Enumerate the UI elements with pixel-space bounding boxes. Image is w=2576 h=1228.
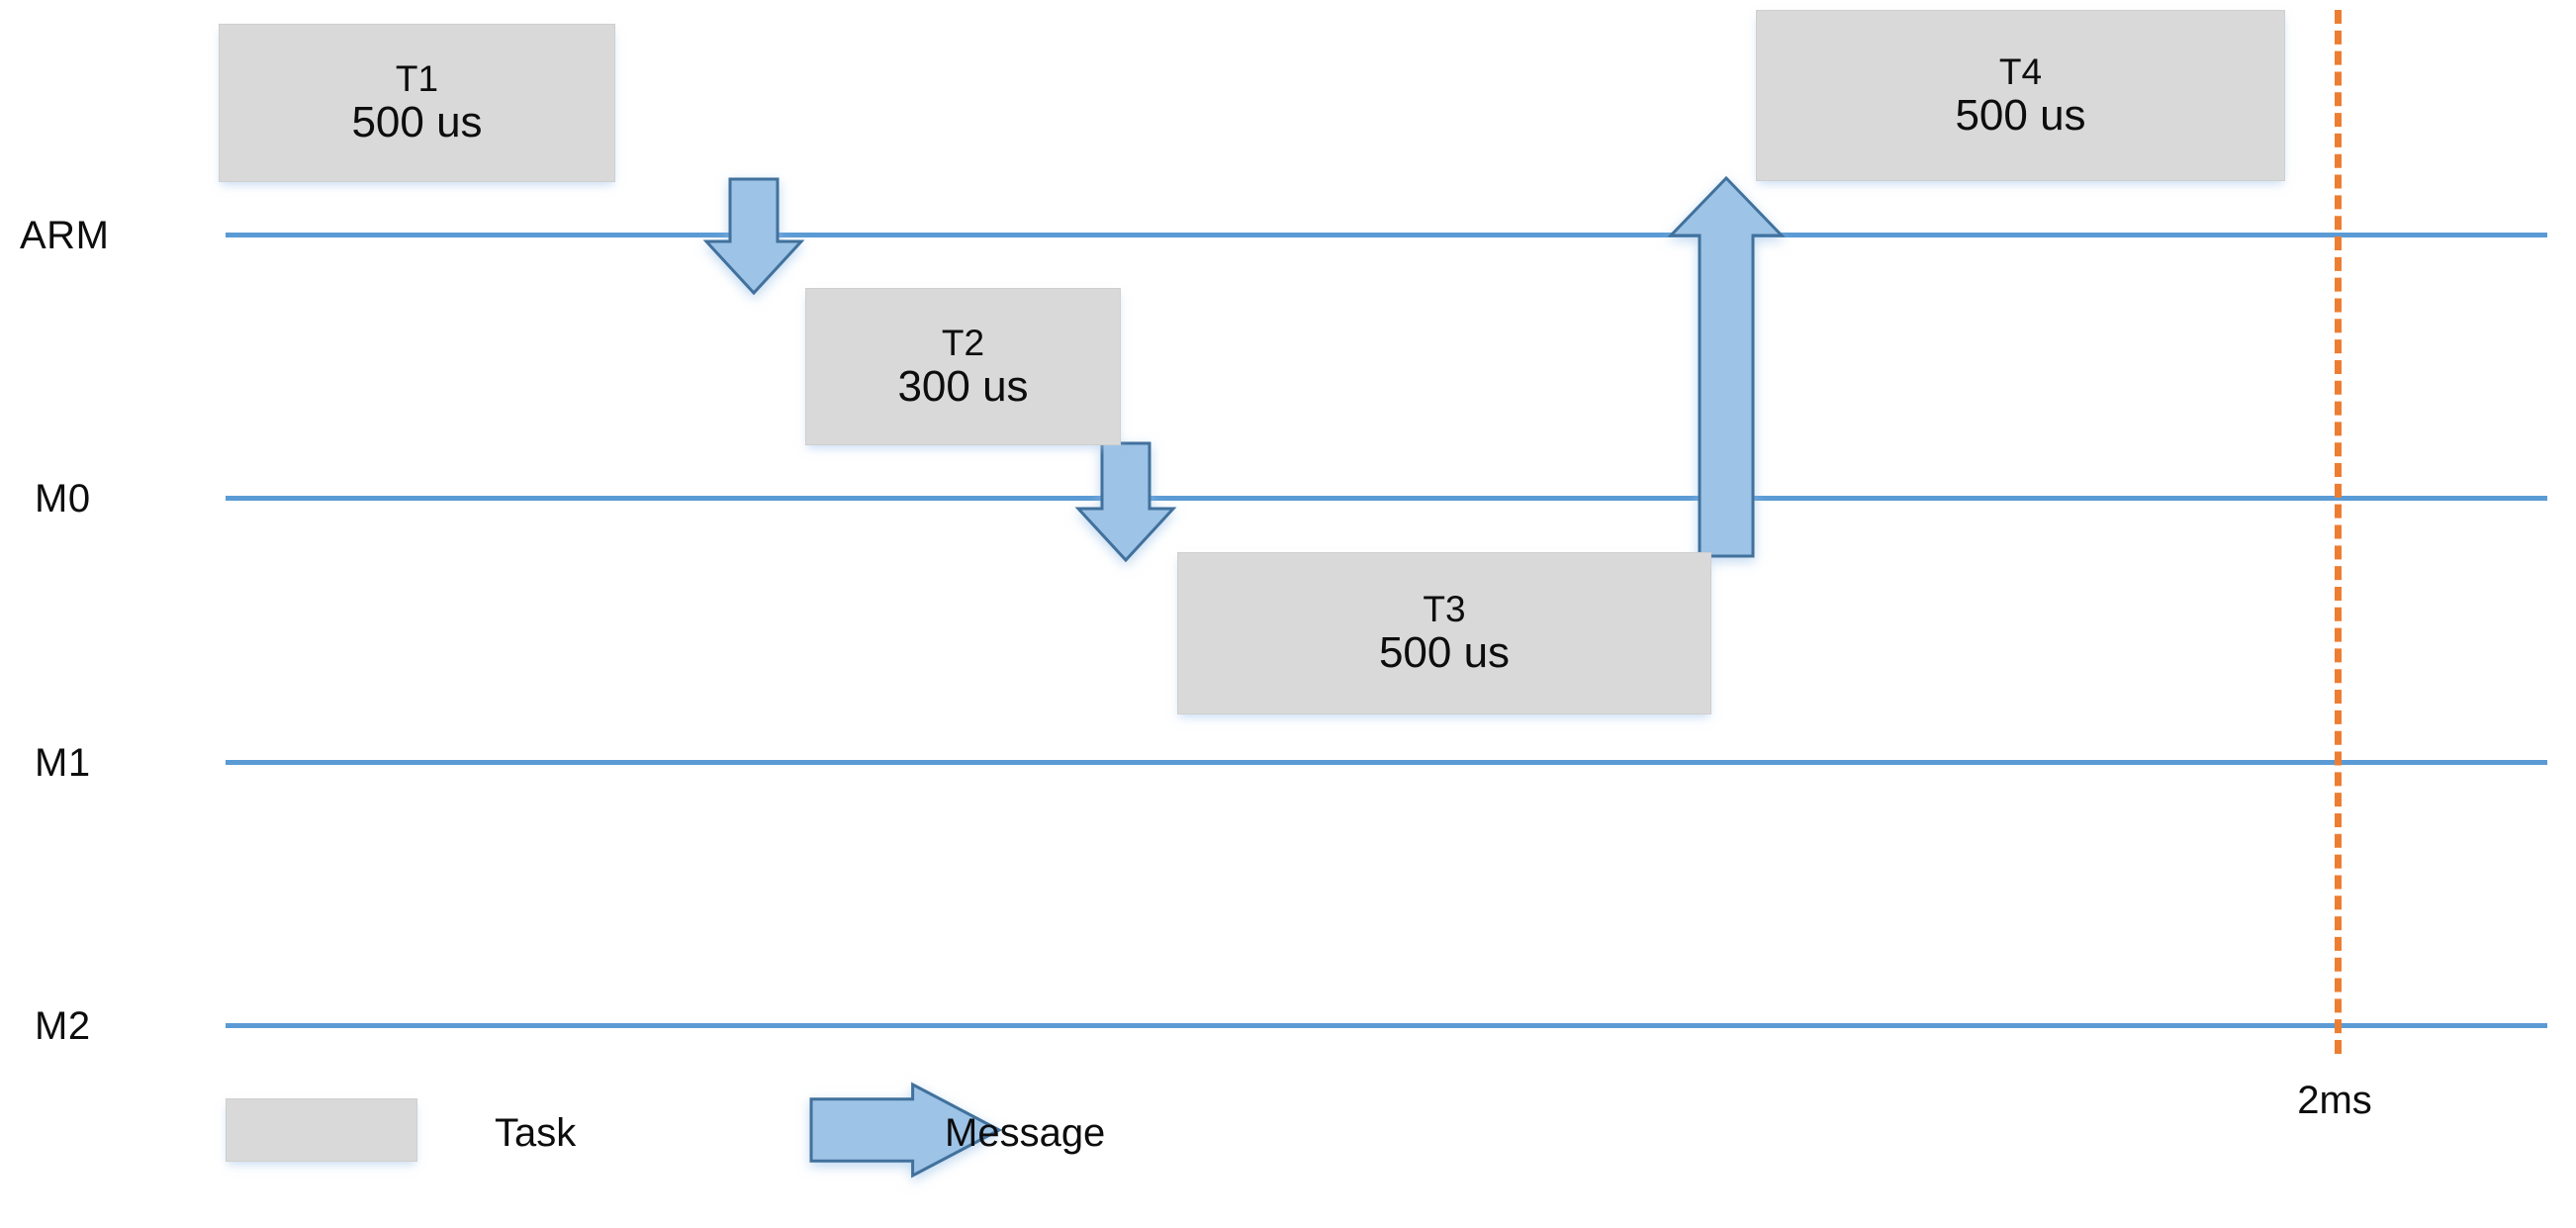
message-arrow-t3-to-t4[interactable] <box>1667 175 1786 558</box>
task-name: T3 <box>1423 589 1466 630</box>
task-name: T4 <box>1998 50 2043 92</box>
legend-message-arrow <box>809 1082 1003 1179</box>
lane-label-m1: M1 <box>35 741 91 785</box>
lane-line-m2 <box>226 1023 2547 1028</box>
lane-line-m0 <box>226 496 2547 501</box>
task-duration: 500 us <box>1955 90 2086 140</box>
lane-line-m1 <box>226 760 2547 765</box>
task-duration: 500 us <box>351 98 483 147</box>
message-arrow-t1-to-t2[interactable] <box>702 177 805 296</box>
task-duration: 300 us <box>897 361 1029 411</box>
lane-label-m2: M2 <box>35 1004 91 1048</box>
task-name: T1 <box>395 58 439 100</box>
task-duration: 500 us <box>1378 628 1511 678</box>
lane-line-arm <box>226 233 2547 237</box>
deadline-label: 2ms <box>2297 1079 2372 1122</box>
legend-label-task: Task <box>495 1111 577 1155</box>
lane-label-m0: M0 <box>35 477 91 520</box>
legend-task-swatch <box>226 1098 417 1162</box>
task-name: T2 <box>941 322 985 363</box>
deadline-marker-line <box>2335 10 2342 1054</box>
legend-label-message: Message <box>945 1111 1106 1155</box>
lane-label-arm: ARM <box>20 214 110 257</box>
message-arrow-t2-to-t3[interactable] <box>1074 441 1177 563</box>
